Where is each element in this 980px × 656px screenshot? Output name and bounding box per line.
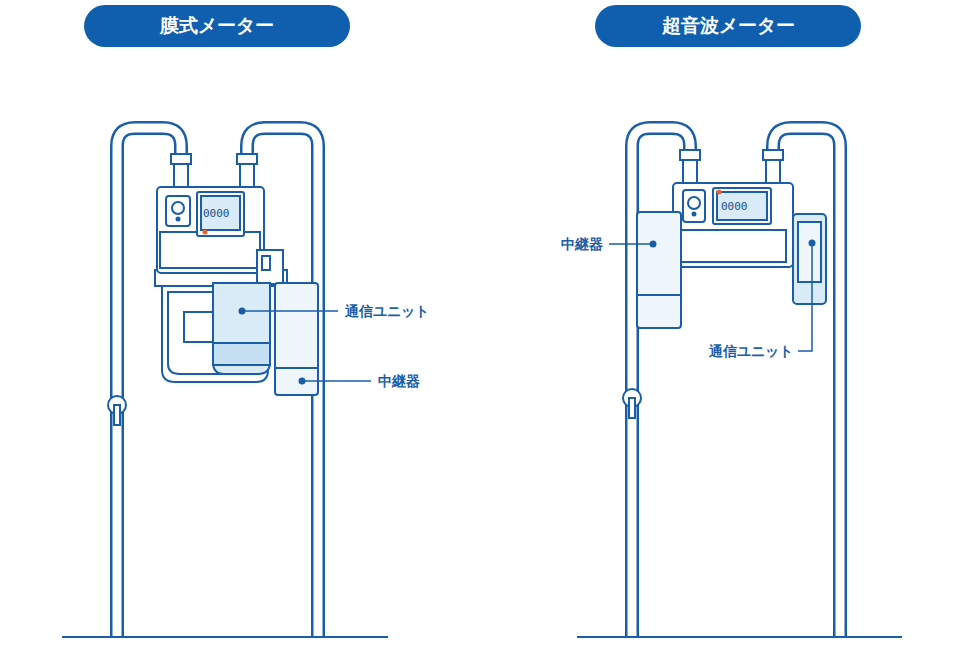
title-pill: 膜式メーター <box>84 5 350 47</box>
callout-label: 中継器 <box>376 372 422 390</box>
meter-reading: 0000 <box>721 200 748 213</box>
pill-title: 超音波メーター <box>662 13 795 39</box>
callout-label: 中継器 <box>559 235 605 253</box>
callout-label: 通信ユニット <box>343 302 431 320</box>
title-pill: 超音波メーター <box>595 5 861 47</box>
callout-label: 通信ユニット <box>707 342 795 360</box>
pill-title: 膜式メーター <box>160 13 274 39</box>
meter-reading: 0000 <box>203 207 230 220</box>
